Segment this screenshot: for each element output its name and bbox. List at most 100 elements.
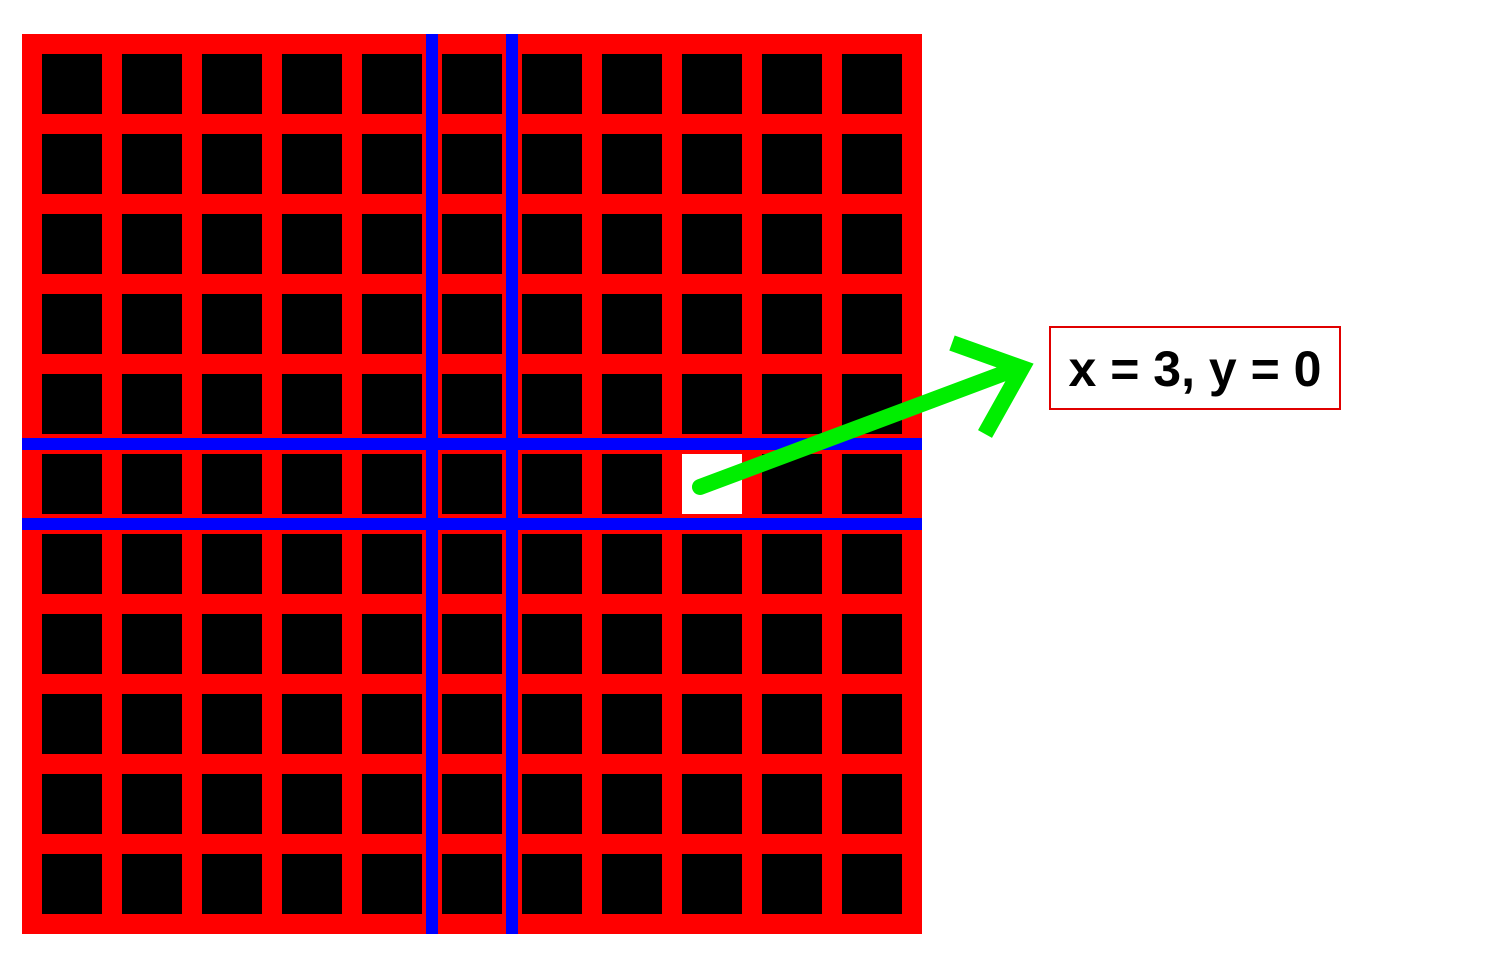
grid-cell <box>202 854 262 914</box>
grid-cell <box>442 534 502 594</box>
grid-cell <box>122 134 182 194</box>
grid-cell <box>682 534 742 594</box>
grid-cell <box>122 294 182 354</box>
grid-cell <box>282 454 342 514</box>
grid-cell <box>762 534 822 594</box>
grid-cell <box>282 374 342 434</box>
grid-cell <box>762 134 822 194</box>
grid-cell <box>42 374 102 434</box>
grid-cell <box>682 854 742 914</box>
grid-cell <box>282 614 342 674</box>
grid-cell <box>362 774 422 834</box>
grid-cell <box>362 854 422 914</box>
grid-cell <box>122 454 182 514</box>
grid-cell <box>442 614 502 674</box>
grid-cell <box>42 134 102 194</box>
crosshair <box>22 34 922 934</box>
grid <box>22 34 922 934</box>
grid-cell <box>842 854 902 914</box>
grid-cell <box>522 534 582 594</box>
grid-cell <box>602 614 662 674</box>
grid-cell <box>442 854 502 914</box>
grid-cell <box>202 774 262 834</box>
grid-cell <box>762 774 822 834</box>
grid-cell <box>602 774 662 834</box>
grid-cell <box>522 134 582 194</box>
grid-cell <box>842 214 902 274</box>
grid-cell <box>522 214 582 274</box>
grid-cell <box>762 854 822 914</box>
grid-cell <box>122 534 182 594</box>
grid-cell <box>202 134 262 194</box>
grid-cell <box>522 614 582 674</box>
grid-cell <box>202 534 262 594</box>
crosshair-horizontal-line <box>22 438 922 450</box>
grid-cell <box>122 614 182 674</box>
grid-cell <box>602 454 662 514</box>
grid-cell <box>42 454 102 514</box>
grid-cell <box>442 774 502 834</box>
grid-cell <box>202 454 262 514</box>
grid-cell <box>442 134 502 194</box>
grid-cell <box>522 694 582 754</box>
grid-cell <box>842 774 902 834</box>
grid-cell <box>202 214 262 274</box>
grid-cell <box>602 854 662 914</box>
grid-cell <box>682 774 742 834</box>
grid-cell <box>42 534 102 594</box>
grid-cell <box>362 534 422 594</box>
grid-cell <box>442 294 502 354</box>
grid-cell <box>282 214 342 274</box>
grid-cell <box>682 694 742 754</box>
crosshair-vertical-line <box>506 34 518 934</box>
grid-cell <box>42 214 102 274</box>
grid-cell <box>282 534 342 594</box>
arrow-head <box>949 335 1034 438</box>
grid-cell <box>362 134 422 194</box>
pointer-arrow <box>692 335 1034 495</box>
grid-cell <box>202 54 262 114</box>
grid-cell <box>282 134 342 194</box>
grid-cell <box>362 614 422 674</box>
grid-cell <box>522 854 582 914</box>
grid-cell <box>682 614 742 674</box>
grid-cell <box>442 694 502 754</box>
grid-cell <box>122 214 182 274</box>
grid-cell <box>122 694 182 754</box>
grid-cell <box>362 214 422 274</box>
coordinate-label: x = 3, y = 0 <box>1069 341 1322 397</box>
grid-cell <box>202 294 262 354</box>
grid-cell <box>762 214 822 274</box>
grid-cell <box>682 294 742 354</box>
grid-cell <box>282 54 342 114</box>
grid-cell <box>522 454 582 514</box>
grid-cell <box>282 694 342 754</box>
grid-cell <box>522 774 582 834</box>
grid-cell <box>442 54 502 114</box>
grid-cell <box>42 54 102 114</box>
grid-cell <box>522 294 582 354</box>
grid-cell <box>522 374 582 434</box>
grid-cell <box>122 774 182 834</box>
grid-cell <box>42 294 102 354</box>
grid-cell <box>602 214 662 274</box>
arrow-shaft <box>692 360 1026 495</box>
grid-cell <box>842 534 902 594</box>
grid-cell <box>842 454 902 514</box>
grid-cell <box>442 454 502 514</box>
crosshair-vertical-line <box>426 34 438 934</box>
grid-cell <box>202 614 262 674</box>
grid-cell <box>602 694 662 754</box>
grid-cell <box>42 614 102 674</box>
grid-cell <box>362 54 422 114</box>
grid-cell <box>602 534 662 594</box>
grid-cell <box>362 294 422 354</box>
grid-cell <box>762 694 822 754</box>
grid-cell <box>442 374 502 434</box>
grid-cell <box>122 54 182 114</box>
grid-cell <box>762 614 822 674</box>
grid-cell <box>762 294 822 354</box>
grid-cell <box>682 214 742 274</box>
grid-cell <box>42 774 102 834</box>
grid-cell <box>682 374 742 434</box>
